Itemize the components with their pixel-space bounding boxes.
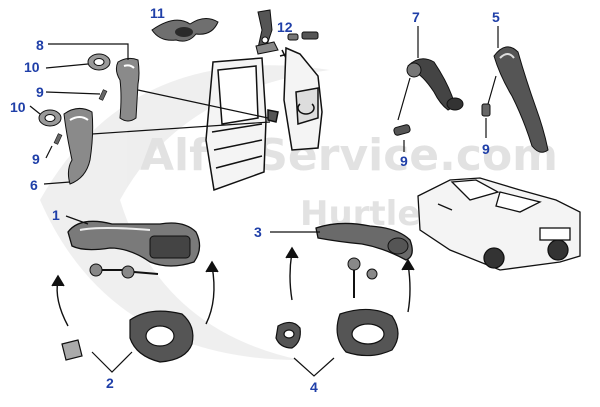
callout-9-right-a: 9 — [400, 153, 408, 169]
part-5-armrest-handle — [481, 46, 549, 153]
car-side-view — [417, 177, 581, 271]
callout-10-upper: 10 — [24, 59, 40, 75]
callout-9-right-b: 9 — [482, 141, 490, 157]
part-6-release-lever — [63, 108, 94, 185]
part-7-window-winder — [393, 58, 464, 136]
leader-lines-left — [29, 43, 271, 185]
callout-12: 12 — [277, 19, 293, 35]
callout-11: 11 — [150, 5, 165, 21]
callout-3: 3 — [254, 224, 262, 240]
part-9-pin-upper — [98, 89, 108, 101]
leader-line-1 — [65, 215, 89, 225]
watermark-line1: Alfa-Service.com — [140, 130, 558, 181]
callout-9-upper: 9 — [36, 84, 44, 100]
callout-5: 5 — [492, 9, 500, 25]
callout-6: 6 — [30, 177, 38, 193]
part-1-outer-handle — [67, 220, 201, 279]
assembly-arrows — [51, 246, 415, 327]
callout-labels: 11 12 8 10 9 10 9 6 7 5 9 9 1 3 2 4 — [10, 5, 500, 395]
part-9-pin-lower — [53, 133, 63, 145]
callout-1: 1 — [52, 207, 60, 223]
part-3-outer-handle — [315, 222, 413, 298]
leader-lines-right-top — [403, 26, 499, 152]
part-4-gaskets — [275, 308, 399, 377]
callout-7: 7 — [412, 9, 420, 25]
callout-4: 4 — [310, 379, 318, 395]
callout-2: 2 — [106, 375, 114, 391]
part-10-escutcheon-lower — [38, 109, 62, 127]
part-8-winder-handle — [115, 57, 140, 122]
part-11-wing-knob — [151, 18, 219, 42]
callout-10-lower: 10 — [10, 99, 26, 115]
callout-9-lower: 9 — [32, 151, 40, 167]
part-2-gaskets — [61, 310, 194, 373]
part-10-escutcheon-upper — [87, 53, 111, 71]
callout-8: 8 — [36, 37, 44, 53]
